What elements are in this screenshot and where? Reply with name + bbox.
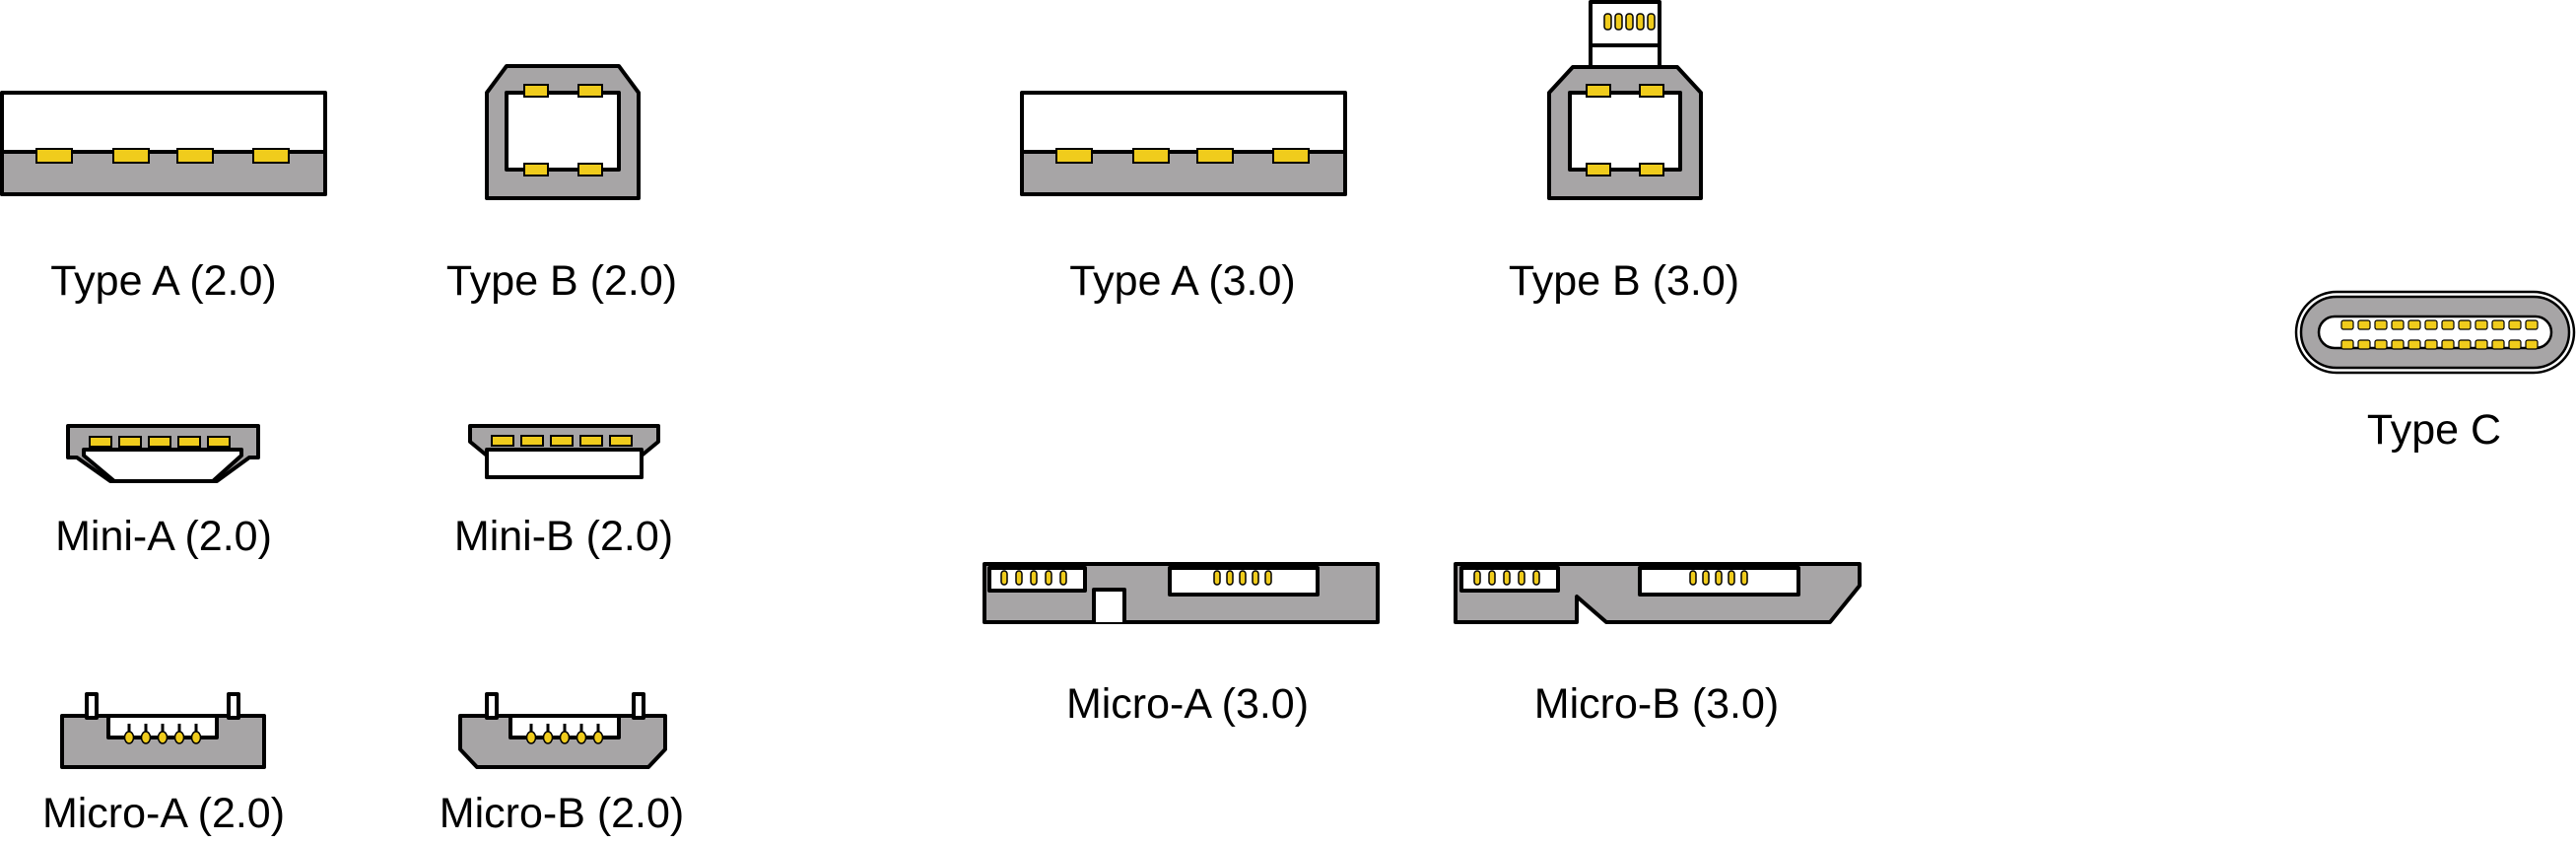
micro-pin-stem	[546, 724, 550, 736]
type-c-pin	[2491, 339, 2505, 350]
micro-pin-stem	[127, 724, 131, 736]
micro-pin	[559, 731, 571, 744]
micro-pin	[140, 731, 152, 744]
micro-a-3-connector	[983, 562, 1380, 624]
type-c-pin	[2357, 339, 2371, 350]
type-c-pin	[2508, 319, 2522, 330]
micro-a-2-connector	[60, 692, 266, 769]
type-c-pin	[2424, 319, 2438, 330]
type-c-pin	[2474, 319, 2488, 330]
type-b-3-label: Type B (3.0)	[1509, 257, 1739, 305]
micro-b-2-connector	[458, 692, 667, 769]
micro-pin-stem	[177, 724, 181, 736]
type-b-2-connector	[485, 64, 641, 200]
micro-b-2-label: Micro-B (2.0)	[440, 790, 684, 837]
type-a-3-label: Type A (3.0)	[1069, 257, 1295, 305]
type-c-pin	[2474, 339, 2488, 350]
micro-pin	[525, 731, 537, 744]
micro-pin-stem	[579, 724, 583, 736]
type-c-pin	[2491, 319, 2505, 330]
type-b-3-connector	[1547, 0, 1703, 200]
type-c-label: Type C	[2367, 406, 2501, 454]
micro-pin	[173, 731, 185, 744]
mini-b-2-label: Mini-B (2.0)	[454, 513, 673, 560]
type-c-pin	[2441, 339, 2455, 350]
micro-b-3-connector	[1454, 562, 1862, 624]
type-c-pin	[2508, 339, 2522, 350]
micro-pin	[190, 731, 202, 744]
micro-b-3-label: Micro-B (3.0)	[1534, 680, 1779, 728]
type-c-pin	[2424, 339, 2438, 350]
micro-pin-stem	[563, 724, 567, 736]
type-c-pin	[2357, 319, 2371, 330]
type-c-pin	[2374, 339, 2388, 350]
type-c-pin	[2458, 319, 2472, 330]
micro-pin-stem	[529, 724, 533, 736]
micro-pin-stem	[144, 724, 148, 736]
micro-a-3-label: Micro-A (3.0)	[1066, 680, 1309, 728]
type-a-2-label: Type A (2.0)	[50, 257, 276, 305]
type-c-pin	[2441, 319, 2455, 330]
type-c-pin	[2407, 339, 2421, 350]
type-c-connector	[2294, 290, 2576, 375]
mini-b-2-connector	[468, 424, 660, 479]
type-c-pin	[2407, 319, 2421, 330]
type-c-pin	[2340, 339, 2354, 350]
micro-pin	[542, 731, 554, 744]
type-a-3-connector	[1020, 91, 1347, 196]
micro-pin	[592, 731, 604, 744]
micro-pin	[123, 731, 135, 744]
micro-pin-stem	[194, 724, 198, 736]
type-a-2-connector	[0, 91, 327, 196]
micro-pin	[157, 731, 169, 744]
micro-pin-stem	[161, 724, 165, 736]
type-c-pin	[2458, 339, 2472, 350]
micro-a-2-label: Micro-A (2.0)	[42, 790, 285, 837]
micro-pin-stem	[596, 724, 600, 736]
mini-a-2-label: Mini-A (2.0)	[55, 513, 272, 560]
micro-pin	[576, 731, 587, 744]
type-c-pin	[2374, 319, 2388, 330]
type-c-pin	[2391, 319, 2405, 330]
type-c-pin	[2525, 319, 2539, 330]
mini-a-2-connector	[66, 424, 260, 483]
type-b-2-label: Type B (2.0)	[446, 257, 677, 305]
type-c-pin	[2525, 339, 2539, 350]
type-c-pin	[2340, 319, 2354, 330]
type-c-pin	[2391, 339, 2405, 350]
